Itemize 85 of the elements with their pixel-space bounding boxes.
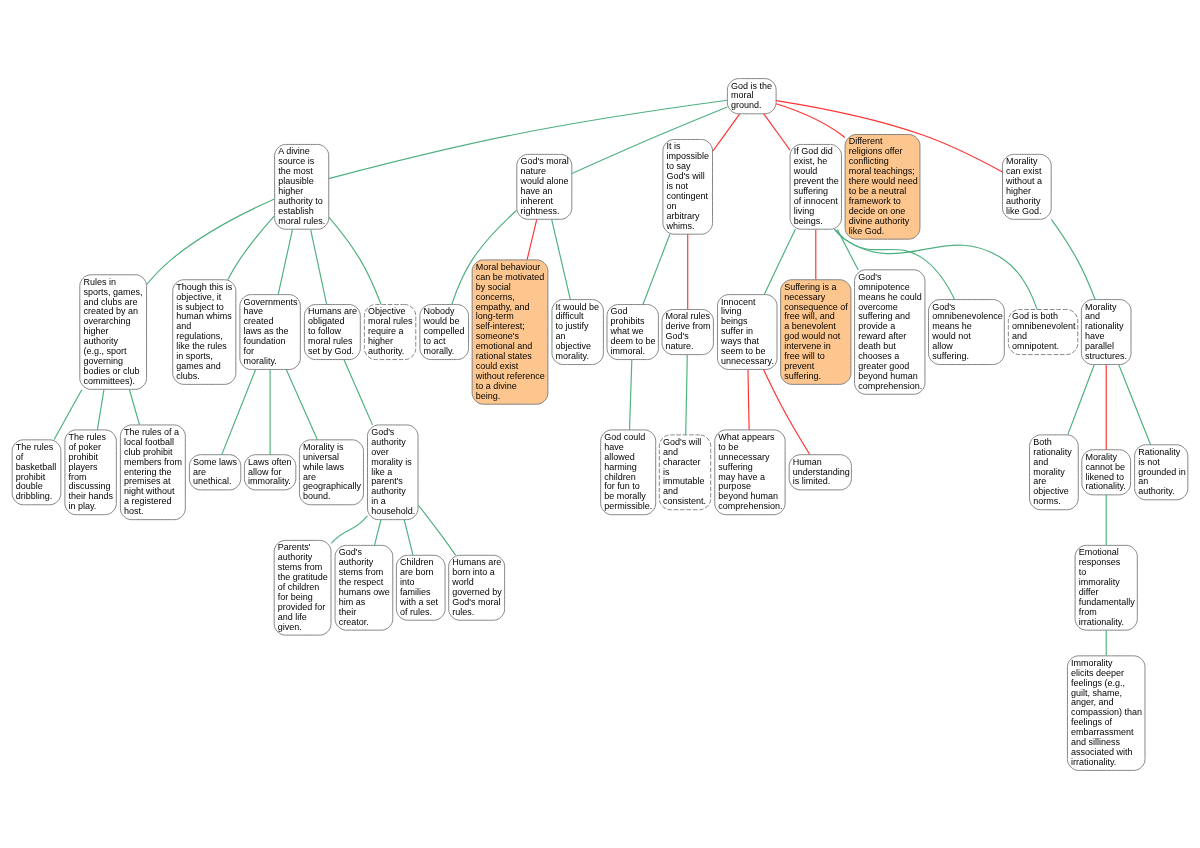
node-box: Some laws are unethical. (188, 453, 242, 490)
node-box: God's moral nature would alone have an inherent rightness. (516, 153, 573, 220)
node-box: Emotional responses to immorality differ fundamentally from irrationality. (1074, 544, 1138, 631)
node-box: Morality and rationality have parallel structures. (1080, 298, 1132, 365)
node-box: Morality is universal while laws are geographically bound. (299, 438, 364, 505)
node-box: Immorality elicits deeper feelings (e.g., guilt, shame, anger, and compassion) than feelings of embarrassment and silliness associated with irrationality. (1067, 654, 1146, 771)
connector (1067, 363, 1095, 435)
connector (128, 388, 141, 425)
node-box: God is the moral ground. (726, 77, 777, 114)
node-box: Suffering is a necessary consequence of free will, and a benevolent god would not intervene in free will to prevent suffering. (780, 278, 852, 385)
connector (451, 209, 518, 305)
node-box: God's authority stems from the respect humans owe him as their creator. (334, 544, 394, 631)
connector (277, 228, 294, 295)
node-box: Rules in sports, games, and clubs are created by an overarching higher authority (e.g., sport governing bodies or club committees). (79, 273, 147, 390)
node-box: The rules of poker prohibit players from discussing their hands in play. (64, 428, 117, 515)
node-box: God's will and character is immutable and consistent. (658, 433, 712, 510)
connector (53, 388, 83, 440)
connector (747, 368, 750, 430)
node-box: Moral rules derive from God's nature. (661, 308, 714, 355)
connector (833, 228, 1038, 310)
node-box: Morality can exist without a higher authority like God. (1002, 153, 1052, 220)
connector (417, 503, 457, 556)
node-box: God's authority over morality is like a parent's authority in a household. (367, 424, 419, 520)
connector (551, 218, 571, 300)
connector (1105, 363, 1107, 450)
node-box: Morality cannot be likened to rationality. (1081, 448, 1131, 495)
node-box: Human understanding is limited. (788, 453, 852, 490)
node-box: Moral behaviour can be motivated by social concerns, empathy, and long-term self-interest; someone's emotional and rational states could exist without reference to a divine being. (471, 258, 549, 405)
node-box: Nobody would be compelled to act morally. (419, 303, 469, 360)
connector (642, 233, 671, 305)
connector (1118, 363, 1152, 445)
connector (328, 216, 382, 305)
node-box: God could have allowed harming children for fun to be morally permissible. (600, 428, 657, 515)
node-box: Humans are obligated to follow moral rules set by God. (303, 303, 361, 360)
node-box: Innocent living beings suffer in ways that seem to be unnecessary. (717, 293, 778, 370)
node-box: Laws often allow for immorality. (243, 453, 297, 490)
node-box: God's omnibenevolence means he would not allow suffering. (928, 298, 1005, 365)
node-box: The rules of basketball prohibit double dribbling. (11, 438, 62, 505)
connector (96, 388, 105, 430)
connector (221, 368, 257, 455)
connector (815, 228, 817, 280)
node-box: Different religions offer conflicting moral teachings; there would need to be a neutral framework to decide on one divine authority like God. (844, 133, 921, 240)
connector (628, 358, 633, 430)
connector (330, 514, 368, 544)
connector (310, 228, 328, 305)
connector (775, 102, 846, 138)
connector (685, 353, 688, 435)
node-box: A divine source is the most plausible higher authority to establish moral rules. (274, 143, 330, 230)
connector (146, 197, 276, 285)
connector (343, 358, 374, 425)
node-box: Humans are born into a world governed by God's moral rules. (448, 554, 506, 621)
node-box: Governments have created laws as the foundation for morality. (239, 293, 301, 370)
node-box: Children are born into families with a set of rules. (395, 554, 446, 621)
connector (227, 214, 276, 280)
connector (1105, 494, 1107, 546)
connector (526, 218, 538, 260)
node-box: If God did exist, he would prevent the suffering of innocent living beings. (789, 143, 842, 230)
connector (269, 368, 271, 455)
connector (403, 518, 414, 556)
connector (571, 105, 728, 174)
connector (285, 368, 318, 440)
node-box: Both rationality and morality are objective norms. (1029, 433, 1079, 510)
node-box: Objective moral rules require a higher authority. (363, 303, 417, 360)
connector (373, 518, 382, 546)
node-box: It would be difficult to justify an objective morality. (551, 298, 604, 365)
node-box: Though this is objective, it is subject to human whims and regulations, like the rules in sports, games and clubs. (172, 278, 237, 385)
node-box: God is both omnibenevolent and omnipotent. (1007, 308, 1079, 355)
node-box: God's omnipotence means he could overcome suffering and provide a reward after death but chooses a greater good beyond human comprehension. (854, 268, 926, 395)
node-box: What appears to be unnecessary suffering may have a purpose beyond human comprehension. (714, 428, 786, 515)
connector (712, 112, 741, 152)
connector (775, 99, 1003, 173)
node-box: It is impossible to say God's will is not contingent on arbitrary whims. (662, 138, 713, 235)
connector (836, 228, 859, 270)
connector (834, 228, 956, 300)
connector (1050, 218, 1096, 300)
connector (762, 368, 811, 455)
connector (763, 228, 796, 295)
connector (687, 233, 689, 310)
node-box: Parents' authority stems from the gratitude of children for being provided for and life given. (273, 539, 332, 636)
connector (328, 99, 728, 179)
node-box: Rationality is not grounded in an authority. (1134, 443, 1189, 500)
connector (763, 112, 791, 151)
connector (1105, 629, 1107, 656)
node-box: The rules of a local football club prohibit members from entering the premises at night without a registered host. (119, 424, 186, 520)
node-box: God prohibits what we deem to be immoral. (606, 303, 659, 360)
